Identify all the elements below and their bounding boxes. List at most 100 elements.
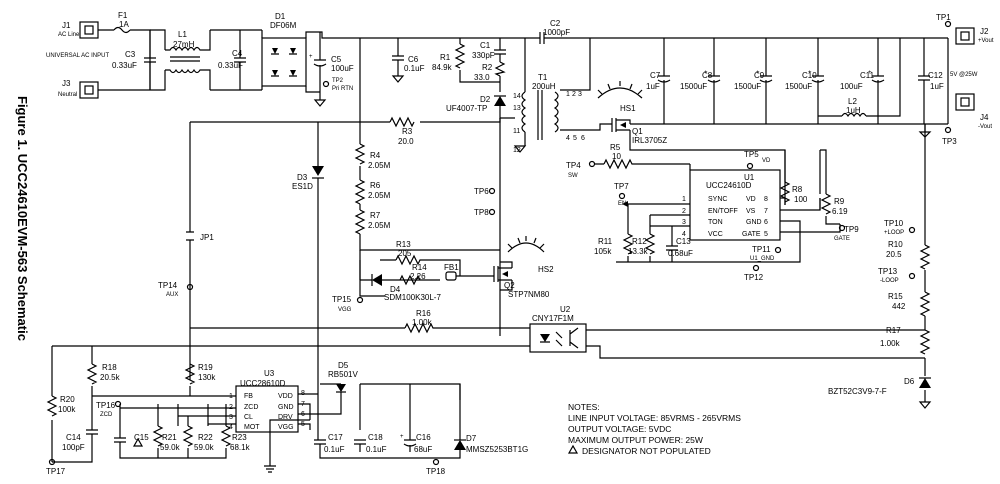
svg-text:U3: U3 bbox=[264, 369, 275, 378]
capacitor-c14: C14 100pF bbox=[62, 429, 98, 452]
testpoint-tp11: TP11 U1_GND bbox=[750, 245, 782, 262]
mosfet-q1: Q1 IRL3705Z bbox=[611, 118, 667, 145]
resistor-r2: R2 33.0 bbox=[474, 61, 506, 82]
inductor-l1: L1 27mH bbox=[165, 30, 211, 90]
svg-text:D4: D4 bbox=[390, 285, 401, 294]
svg-text:R6: R6 bbox=[370, 181, 381, 190]
svg-text:C5: C5 bbox=[331, 55, 342, 64]
svg-text:MOT: MOT bbox=[244, 424, 260, 431]
connector-j3: J3 Neutral bbox=[58, 79, 99, 99]
svg-text:VCC: VCC bbox=[708, 231, 723, 238]
svg-text:J4: J4 bbox=[980, 113, 989, 122]
svg-text:ZCD: ZCD bbox=[100, 412, 113, 418]
capacitor-c5: + C5 100uF bbox=[309, 32, 354, 92]
resistor-r17: R17 1.00k bbox=[880, 326, 931, 355]
output-label: 5V @25W bbox=[950, 72, 978, 78]
testpoint-tp10: TP10 +LOOP bbox=[884, 219, 916, 236]
svg-text:C4: C4 bbox=[232, 49, 243, 58]
svg-text:GATE: GATE bbox=[834, 236, 850, 242]
input-label: UNIVERSAL AC INPUT bbox=[46, 53, 109, 59]
connector-j2: J2 +Vout bbox=[955, 27, 994, 45]
svg-text:6.19: 6.19 bbox=[832, 207, 848, 216]
testpoint-tp5: TP5 VD bbox=[744, 150, 771, 170]
capacitor-c1: C1 330pF bbox=[472, 41, 506, 60]
resistor-r5: R5 10 bbox=[603, 143, 640, 170]
svg-text:TP13: TP13 bbox=[878, 267, 898, 276]
svg-text:ES1D: ES1D bbox=[292, 182, 313, 191]
svg-text:C2: C2 bbox=[550, 19, 561, 28]
testpoint-tp13: TP13 -LOOP bbox=[878, 267, 916, 284]
optocoupler-u2: U2 CNY17F1M bbox=[529, 305, 587, 353]
svg-text:UF4007-TP: UF4007-TP bbox=[446, 104, 487, 113]
svg-text:R17: R17 bbox=[886, 326, 901, 335]
svg-text:R22: R22 bbox=[198, 433, 213, 442]
capacitor-c13: C13 0.68uF bbox=[666, 237, 693, 258]
svg-text:Q2: Q2 bbox=[504, 281, 515, 290]
svg-text:4: 4 bbox=[566, 135, 570, 142]
svg-text:R13: R13 bbox=[396, 240, 411, 249]
svg-text:TP8: TP8 bbox=[474, 208, 489, 217]
svg-text:1000pF: 1000pF bbox=[543, 28, 570, 37]
ic-u3: U3 UCC28610D FB ZCD CL MOT 1 2 3 4 VDD G… bbox=[229, 369, 305, 433]
jumper-jp1: JP1 bbox=[186, 231, 214, 242]
svg-text:59.0k: 59.0k bbox=[160, 443, 181, 452]
svg-text:R18: R18 bbox=[102, 363, 117, 372]
svg-text:12: 12 bbox=[513, 147, 521, 154]
svg-text:TP5: TP5 bbox=[744, 150, 759, 159]
svg-text:STP7NM80: STP7NM80 bbox=[508, 290, 550, 299]
svg-text:27mH: 27mH bbox=[173, 40, 195, 49]
capacitor-c16: + C16 68uF bbox=[400, 384, 432, 454]
svg-text:AC Line: AC Line bbox=[58, 32, 80, 38]
svg-text:R19: R19 bbox=[198, 363, 213, 372]
svg-text:6: 6 bbox=[764, 219, 768, 226]
svg-text:R7: R7 bbox=[370, 211, 381, 220]
capacitor-c3: C3 0.33uF bbox=[112, 30, 156, 90]
notes-output-voltage: OUTPUT VOLTAGE: 5VDC bbox=[568, 424, 671, 434]
svg-text:+Vout: +Vout bbox=[978, 38, 994, 44]
svg-text:D6: D6 bbox=[904, 377, 915, 386]
testpoint-tp2: TP2 Pri RTN bbox=[322, 78, 353, 92]
svg-text:FB: FB bbox=[244, 393, 253, 400]
notes-designator: DESIGNATOR NOT POPULATED bbox=[582, 446, 711, 456]
svg-text:C15: C15 bbox=[134, 433, 149, 442]
resistor-r16: R16 1.00k bbox=[404, 309, 440, 334]
svg-text:JP1: JP1 bbox=[200, 233, 214, 242]
resistor-r4: R4 2.05M bbox=[354, 143, 391, 170]
svg-text:7: 7 bbox=[764, 208, 768, 215]
svg-text:200uH: 200uH bbox=[532, 82, 556, 91]
testpoint-tp9: TP9 GATE bbox=[834, 224, 859, 242]
svg-text:D7: D7 bbox=[466, 434, 477, 443]
svg-text:-Vout: -Vout bbox=[978, 124, 992, 130]
svg-text:R2: R2 bbox=[482, 63, 493, 72]
connector-j4: J4 -Vout bbox=[955, 93, 992, 130]
svg-text:D3: D3 bbox=[297, 173, 308, 182]
svg-text:105k: 105k bbox=[594, 247, 612, 256]
svg-text:R12: R12 bbox=[632, 237, 647, 246]
resistor-r22: R22 59.0k bbox=[182, 425, 215, 452]
svg-text:R20: R20 bbox=[60, 395, 75, 404]
svg-text:0.33uF: 0.33uF bbox=[218, 61, 243, 70]
svg-text:130k: 130k bbox=[198, 373, 216, 382]
svg-text:TP3: TP3 bbox=[942, 137, 957, 146]
svg-text:100k: 100k bbox=[58, 405, 76, 414]
svg-text:TP7: TP7 bbox=[614, 182, 629, 191]
svg-text:D2: D2 bbox=[480, 95, 491, 104]
notes-line-input: LINE INPUT VOLTAGE: 85VRMS - 265VRMS bbox=[568, 413, 741, 423]
svg-text:68uF: 68uF bbox=[414, 445, 432, 454]
svg-text:TP18: TP18 bbox=[426, 467, 446, 476]
svg-text:C10: C10 bbox=[802, 71, 817, 80]
svg-text:+: + bbox=[704, 70, 708, 76]
svg-text:C11: C11 bbox=[860, 71, 875, 80]
svg-text:TON: TON bbox=[708, 219, 723, 226]
svg-text:0.33uF: 0.33uF bbox=[112, 61, 137, 70]
resistor-r6: R6 2.05M bbox=[354, 179, 391, 205]
svg-text:68.1k: 68.1k bbox=[230, 443, 251, 452]
capacitor-c15: C15 bbox=[114, 433, 149, 450]
svg-text:330pF: 330pF bbox=[472, 51, 495, 60]
svg-text:VD: VD bbox=[746, 196, 756, 203]
capacitor-c7: C7 1uF bbox=[646, 38, 671, 124]
svg-text:TP4: TP4 bbox=[566, 161, 581, 170]
svg-text:1uF: 1uF bbox=[930, 82, 944, 91]
testpoint-tp16: TP16 ZCD bbox=[96, 400, 122, 418]
svg-text:L1: L1 bbox=[178, 30, 187, 39]
